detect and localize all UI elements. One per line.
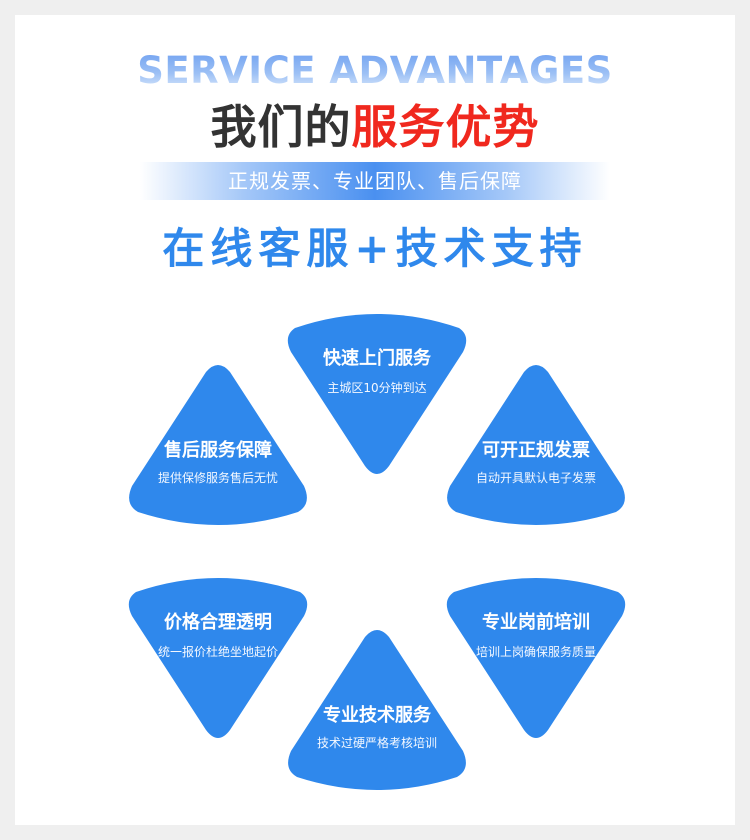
chinese-title: 我们的服务优势 [15, 99, 735, 155]
english-title: SERVICE ADVANTAGES [15, 49, 735, 93]
rounded-triangle-down-shape [446, 578, 626, 738]
service-card-invoice: 可开正规发票 自动开具默认电子发票 [444, 362, 628, 532]
chinese-title-red: 服务优势 [351, 100, 540, 154]
card-subtitle: 主城区10分钟到达 [327, 381, 427, 395]
card-title: 专业技术服务 [323, 705, 431, 726]
service-card-training: 专业岗前培训 培训上岗确保服务质量 [444, 572, 628, 742]
chinese-title-dark: 我们的 [210, 100, 352, 154]
card-title: 售后服务保障 [164, 440, 272, 461]
rounded-triangle-up-shape [447, 365, 625, 525]
content-panel: SERVICE ADVANTAGES 我们的服务优势 正规发票、专业团队、售后保… [15, 15, 735, 825]
card-title: 价格合理透明 [164, 612, 272, 633]
card-subtitle: 提供保修服务售后无忧 [157, 471, 278, 485]
feature-banner: 正规发票、专业团队、售后保障 [140, 162, 610, 200]
card-title: 专业岗前培训 [482, 612, 590, 633]
service-card-after-sales: 售后服务保障 提供保修服务售后无忧 [126, 362, 310, 532]
service-card-pricing: 价格合理透明 统一报价杜绝坐地起价 [126, 572, 310, 742]
card-subtitle: 统一报价杜绝坐地起价 [157, 645, 278, 659]
service-card-fast-onsite: 快速上门服务 主城区10分钟到达 [285, 308, 469, 478]
card-subtitle: 技术过硬严格考核培训 [316, 736, 437, 750]
card-subtitle: 自动开具默认电子发票 [475, 471, 596, 485]
rounded-triangle-down-shape [287, 314, 467, 474]
support-title: 在线客服+技术支持 [162, 224, 588, 273]
card-subtitle: 培训上岗确保服务质量 [475, 645, 596, 659]
card-title: 快速上门服务 [323, 348, 431, 369]
card-title: 可开正规发票 [482, 440, 590, 461]
service-card-technical: 专业技术服务 技术过硬严格考核培训 [285, 627, 469, 797]
rounded-triangle-up-shape [288, 630, 466, 790]
rounded-triangle-down-shape [128, 578, 308, 738]
rounded-triangle-up-shape [129, 365, 307, 525]
